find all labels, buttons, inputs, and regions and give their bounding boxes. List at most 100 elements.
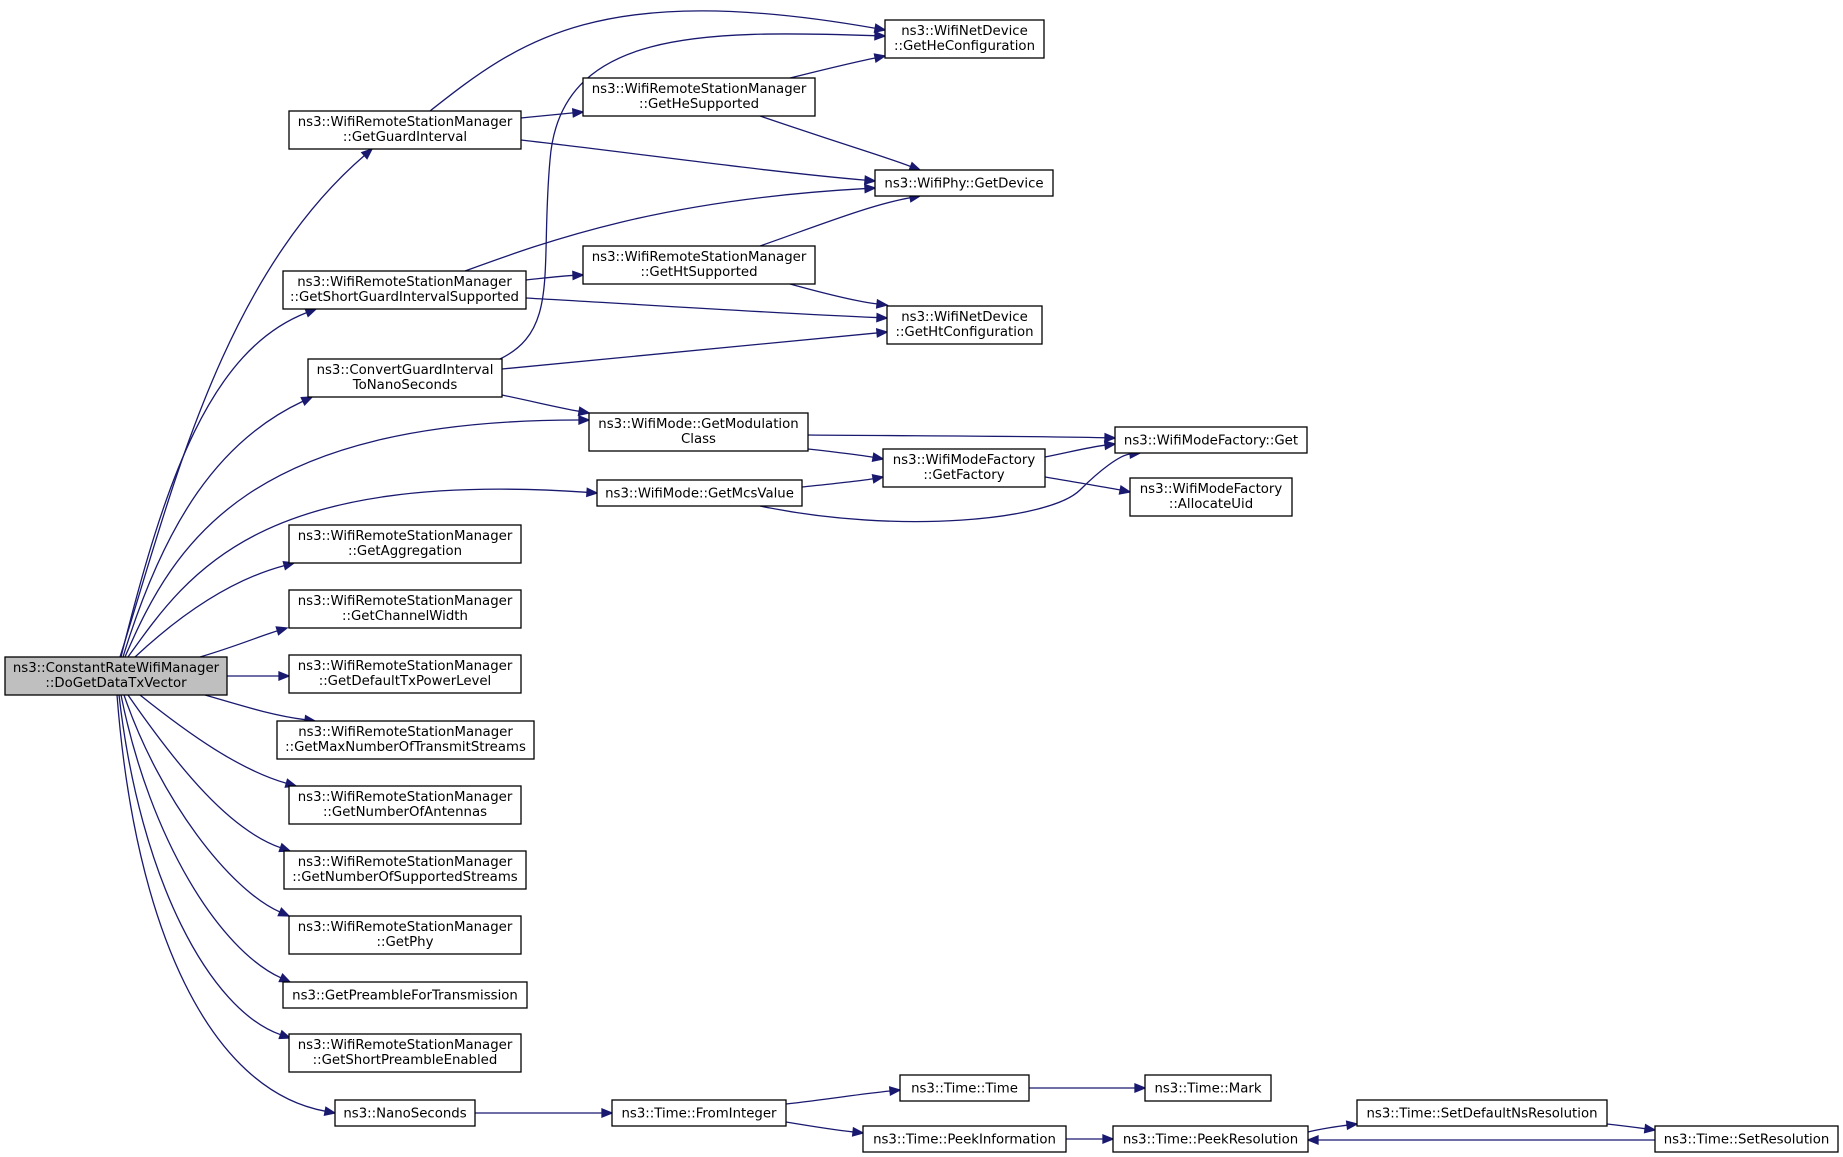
edges-layer <box>116 10 1657 1145</box>
node-box <box>4 656 228 696</box>
arrowhead-icon <box>874 30 887 41</box>
edge-line <box>785 1090 891 1105</box>
arrowhead-icon <box>278 973 292 983</box>
node-fromInteger[interactable]: ns3::Time::FromInteger <box>611 1099 787 1127</box>
node-getNumStreams[interactable]: ns3::WifiRemoteStationManager::GetNumber… <box>283 850 527 890</box>
edge-convertGI-to-getHeConfig <box>499 30 887 360</box>
edge-root-to-getShortGI <box>120 308 318 658</box>
edge-nanoSeconds-to-fromInteger <box>475 1108 614 1118</box>
node-label-line: ::GetDefaultTxPowerLevel <box>319 674 492 689</box>
node-label-line: ns3::WifiRemoteStationManager <box>298 594 513 609</box>
node-timeMark[interactable]: ns3::Time::Mark <box>1144 1074 1272 1102</box>
node-getAggregation[interactable]: ns3::WifiRemoteStationManager::GetAggreg… <box>288 524 522 564</box>
edge-line <box>127 694 281 849</box>
arrowhead-icon <box>586 487 599 498</box>
arrowhead-icon <box>863 175 877 186</box>
edge-line <box>122 400 304 658</box>
edge-line <box>204 694 306 721</box>
node-box <box>334 1099 476 1127</box>
node-allocateUid[interactable]: ns3::WifiModeFactory::AllocateUid <box>1129 477 1293 517</box>
edge-setRes-to-peekRes <box>1306 1135 1655 1145</box>
node-nanoSeconds[interactable]: ns3::NanoSeconds <box>334 1099 476 1127</box>
node-getDefaultTxPower[interactable]: ns3::WifiRemoteStationManager::GetDefaul… <box>288 654 522 694</box>
edge-convertGI-to-getModClass <box>501 394 591 417</box>
node-getHtSupported[interactable]: ns3::WifiRemoteStationManager::GetHtSupp… <box>582 245 816 285</box>
node-label-line: ToNanoSeconds <box>352 378 458 393</box>
edge-root-to-getChannelWidth <box>199 626 289 658</box>
node-label-line: ::GetPhy <box>377 935 434 950</box>
node-timeTime[interactable]: ns3::Time::Time <box>899 1074 1030 1102</box>
edge-getHtSupported-to-getDevice <box>759 193 922 247</box>
edge-line <box>139 694 287 784</box>
node-getMaxStreams[interactable]: ns3::WifiRemoteStationManager::GetMaxNum… <box>276 720 535 760</box>
edge-getShortGI-to-getDevice <box>464 183 877 272</box>
node-setRes[interactable]: ns3::Time::SetResolution <box>1654 1125 1839 1153</box>
arrowhead-icon <box>278 1029 292 1040</box>
node-getChannelWidth[interactable]: ns3::WifiRemoteStationManager::GetChanne… <box>288 589 522 629</box>
node-root[interactable]: ns3::ConstantRateWifiManager::DoGetDataT… <box>4 656 228 696</box>
node-box <box>1144 1074 1272 1102</box>
node-getDevice[interactable]: ns3::WifiPhy::GetDevice <box>874 169 1054 197</box>
node-label-line: ns3::WifiRemoteStationManager <box>592 82 807 97</box>
edge-peekInfo-to-peekRes <box>1066 1134 1115 1144</box>
edge-line <box>120 312 307 658</box>
node-peekInfo[interactable]: ns3::Time::PeekInformation <box>862 1125 1067 1153</box>
node-box <box>288 524 522 564</box>
node-label-line: ns3::WifiRemoteStationManager <box>592 250 807 265</box>
node-getShortGI[interactable]: ns3::WifiRemoteStationManager::GetShortG… <box>282 270 527 310</box>
edge-line <box>123 694 281 913</box>
edge-fromInteger-to-peekInfo <box>785 1121 865 1137</box>
edge-getGuardInterval-to-getHeConfig <box>429 10 887 112</box>
node-box <box>862 1125 1067 1153</box>
node-label-line: ::GetShortGuardIntervalSupported <box>290 290 519 305</box>
node-label-line: ns3::WifiNetDevice <box>901 24 1028 39</box>
node-label-line: ::GetHtConfiguration <box>895 325 1033 340</box>
node-box <box>1114 426 1308 454</box>
edge-line <box>759 197 911 247</box>
edge-getShortGI-to-getHtSupported <box>525 270 585 281</box>
edge-peekRes-to-setDefaultNs <box>1307 1120 1359 1133</box>
edge-line <box>501 394 580 412</box>
edge-getModClass-to-getFactory <box>807 448 885 463</box>
edge-line <box>807 434 1106 439</box>
node-label-line: ns3::Time::Mark <box>1154 1082 1261 1097</box>
edge-line <box>1307 1124 1348 1133</box>
node-label-line: ::GetNumberOfSupportedStreams <box>292 870 518 885</box>
arrowhead-icon <box>864 183 877 194</box>
node-label-line: ::GetFactory <box>923 468 1004 483</box>
node-setDefaultNs[interactable]: ns3::Time::SetDefaultNsResolution <box>1356 1099 1608 1127</box>
node-peekRes[interactable]: ns3::Time::PeekResolution <box>1112 1125 1309 1153</box>
node-getNumAntennas[interactable]: ns3::WifiRemoteStationManager::GetNumber… <box>288 785 522 825</box>
edge-line <box>118 694 281 1036</box>
node-label-line: ns3::WifiModeFactory <box>893 453 1036 468</box>
node-getFactory[interactable]: ns3::WifiModeFactory::GetFactory <box>882 448 1046 488</box>
node-getHtConfig[interactable]: ns3::WifiNetDevice::GetHtConfiguration <box>886 305 1043 345</box>
node-getPreamble[interactable]: ns3::GetPreambleForTransmission <box>282 981 528 1009</box>
node-label-line: ns3::WifiRemoteStationManager <box>298 855 513 870</box>
edge-line <box>127 488 588 658</box>
node-box <box>288 589 522 629</box>
edge-setDefaultNs-to-setRes <box>1606 1123 1657 1134</box>
node-getMcs[interactable]: ns3::WifiMode::GetMcsValue <box>596 479 803 507</box>
edge-getModClass-to-factoryGet <box>807 432 1117 443</box>
node-getShortPreamble[interactable]: ns3::WifiRemoteStationManager::GetShortP… <box>288 1033 522 1073</box>
node-getHeSupported[interactable]: ns3::WifiRemoteStationManager::GetHeSupp… <box>582 77 816 117</box>
node-box <box>282 270 527 310</box>
node-factoryGet[interactable]: ns3::WifiModeFactory::Get <box>1114 426 1308 454</box>
node-box <box>582 77 816 117</box>
node-getGuardInterval[interactable]: ns3::WifiRemoteStationManager::GetGuardI… <box>288 110 522 150</box>
edge-line <box>520 112 574 119</box>
arrowhead-icon <box>1104 432 1117 443</box>
arrowhead-icon <box>871 452 885 463</box>
edge-line <box>789 283 878 305</box>
arrowhead-icon <box>360 147 374 160</box>
node-label-line: ::AllocateUid <box>1169 497 1253 512</box>
edge-timeTime-to-timeMark <box>1029 1083 1147 1093</box>
arrowhead-icon <box>908 161 922 171</box>
node-label-line: ns3::WifiPhy::GetDevice <box>884 177 1043 192</box>
arrowhead-icon <box>875 298 889 309</box>
node-getPhy[interactable]: ns3::WifiRemoteStationManager::GetPhy <box>288 915 522 955</box>
node-getHeConfig[interactable]: ns3::WifiNetDevice::GetHeConfiguration <box>884 19 1045 59</box>
